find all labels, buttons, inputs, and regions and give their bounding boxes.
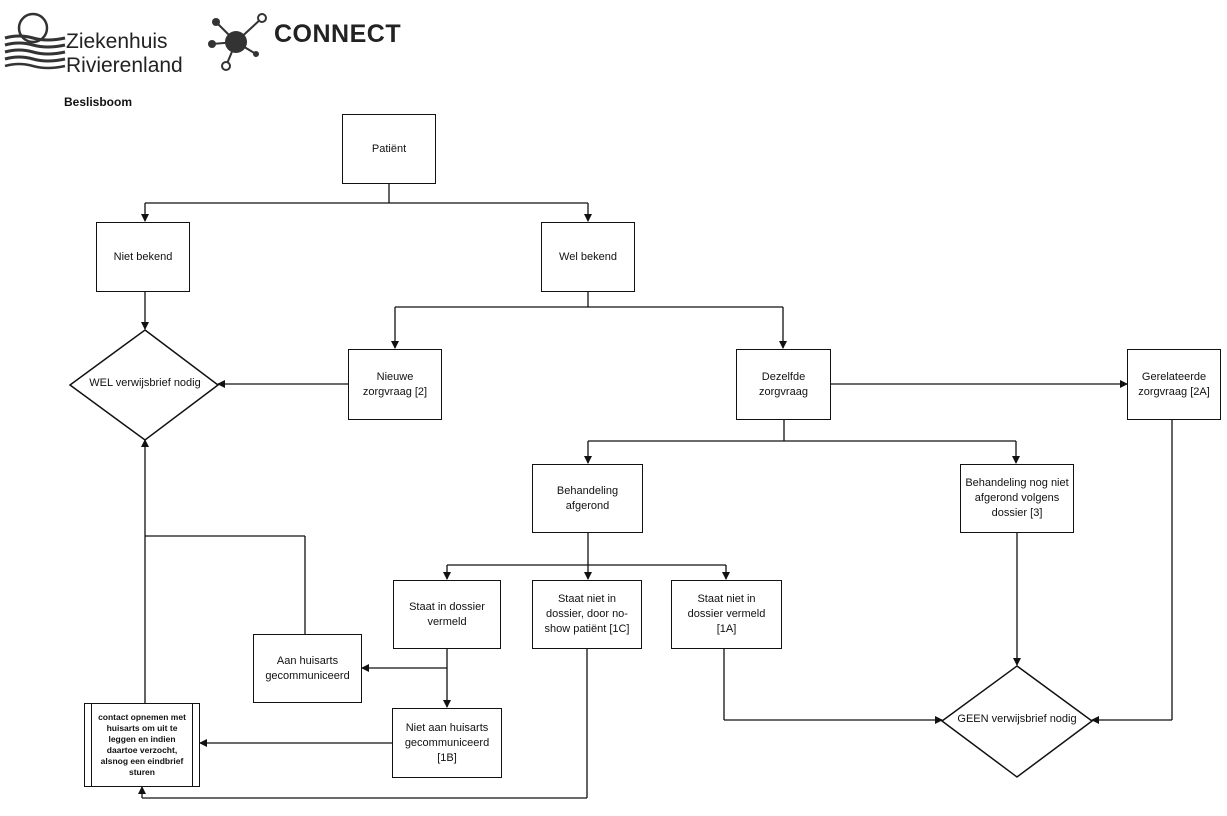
geen-verwijsbrief-diamond [940,665,1094,778]
node-staat-in-dossier-label: Staat in dossier vermeld [409,600,485,628]
hospital-name-line2: Rivierenland [66,54,183,77]
connect-network-icon [208,13,267,71]
node-staat-in-dossier: Staat in dossier vermeld [393,580,501,649]
wel-verwijsbrief-label: WEL verwijsbrief nodig [89,377,201,389]
hospital-name-line1: Ziekenhuis [66,30,168,53]
hospital-name: Ziekenhuis Rivierenland [66,30,183,78]
node-behandeling-niet-afgerond: Behandeling nog niet afgerond volgens do… [960,464,1074,533]
node-behandeling-afgerond-label: Behandeling afgerond [556,484,619,512]
node-niet-bekend-label: Niet bekend [113,250,173,263]
node-behandeling-afgerond: Behandeling afgerond [532,464,643,533]
node-aan-huisarts-label: Aan huisarts gecommuniceerd [265,654,350,682]
page-title: Beslisboom [64,95,133,109]
geen-verwijsbrief-label: GEEN verwijsbrief nodig [957,713,1077,725]
node-contact-opnemen-label: contact opnemen met huisarts om uit te l… [98,712,186,777]
node-patient: Patiënt [342,114,436,184]
node-behandeling-niet-afgerond-label: Behandeling nog niet afgerond volgens do… [965,477,1069,519]
node-dezelfde-zorgvraag-label: Dezelfde zorgvraag [759,370,808,398]
node-niet-aan-huisarts: Niet aan huisarts gecommuniceerd [1B] [392,708,502,778]
node-contact-opnemen: contact opnemen met huisarts om uit te l… [84,703,200,787]
node-nieuwe-zorgvraag: Nieuwe zorgvraag [2] [348,349,442,420]
node-wel-bekend: Wel bekend [541,222,635,292]
node-niet-bekend: Niet bekend [96,222,190,292]
ziekenhuis-logo [4,12,66,70]
node-staat-niet-1a-label: Staat niet in dossier vermeld [1A] [687,593,766,635]
node-gerelateerde-zorgvraag: Gerelateerde zorgvraag [2A] [1127,349,1221,420]
node-nieuwe-zorgvraag-label: Nieuwe zorgvraag [2] [362,370,428,398]
node-aan-huisarts: Aan huisarts gecommuniceerd [253,634,362,703]
node-staat-niet-noshow-label: Staat niet in dossier, door no-show pati… [544,593,630,635]
node-patient-label: Patiënt [371,142,407,155]
node-staat-niet-1a: Staat niet in dossier vermeld [1A] [671,580,782,649]
node-dezelfde-zorgvraag: Dezelfde zorgvraag [736,349,831,420]
node-niet-aan-huisarts-label: Niet aan huisarts gecommuniceerd [1B] [404,721,490,764]
wel-verwijsbrief-diamond [68,329,220,441]
node-wel-bekend-label: Wel bekend [559,250,617,263]
node-gerelateerde-zorgvraag-label: Gerelateerde zorgvraag [2A] [1138,370,1210,398]
node-staat-niet-noshow: Staat niet in dossier, door no-show pati… [532,580,642,649]
partner-name: CONNECT [274,20,402,48]
